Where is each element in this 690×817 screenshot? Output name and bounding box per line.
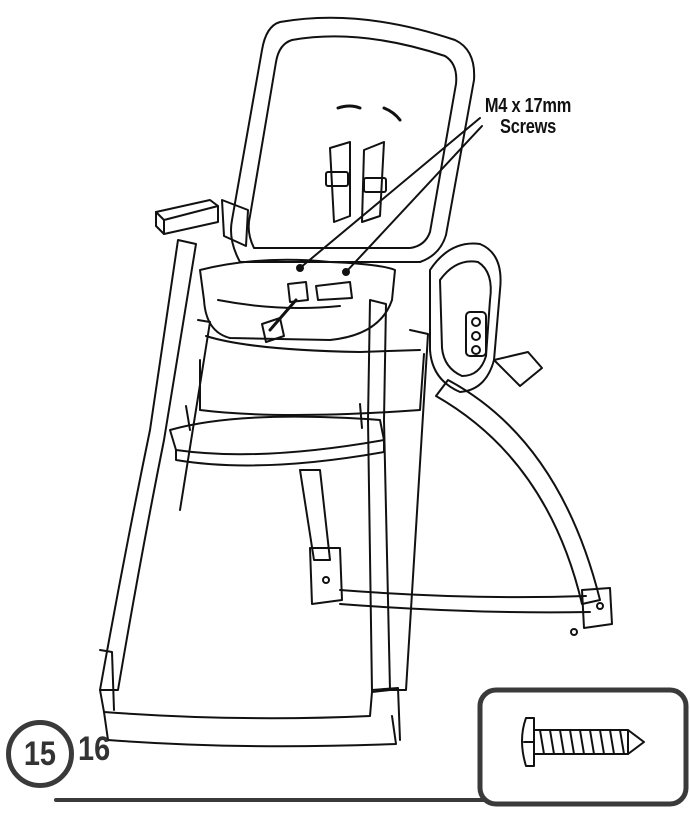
callout-leaders <box>296 117 483 276</box>
screw-icon <box>521 717 645 767</box>
callout-line2: Screws <box>500 116 556 138</box>
screw-callout: M4 x 17mm Screws <box>468 96 588 138</box>
step-next: 16 <box>78 730 111 768</box>
seat-back <box>221 16 476 263</box>
rear-legs <box>299 379 613 636</box>
parts-box <box>477 687 689 807</box>
step-number-badge: 15 <box>6 720 74 788</box>
recline-hinge <box>429 242 543 393</box>
seat <box>155 199 425 416</box>
step-current: 15 <box>23 734 57 773</box>
callout-line1: M4 x 17mm <box>484 95 572 117</box>
harness <box>261 141 387 343</box>
front-legs <box>99 239 429 748</box>
